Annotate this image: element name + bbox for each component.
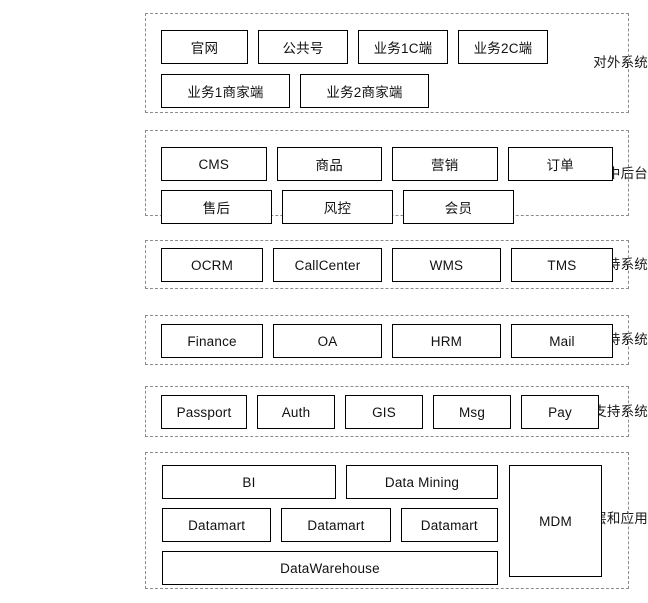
band-data-layer-and-applications: BI Data Mining Datamart Datamart Datamar… <box>145 452 629 589</box>
band-external-systems-line-1: 官网 公共号 业务1C端 业务2C端 <box>161 30 613 64</box>
node-datamart-3[interactable]: Datamart <box>400 508 499 542</box>
band-infrastructure-support-content: Passport Auth GIS Msg Pay <box>161 395 613 429</box>
node-tms[interactable]: TMS <box>510 248 613 282</box>
node-hrm[interactable]: HRM <box>392 324 501 358</box>
band-management-backend-line-2: 售后 风控 会员 <box>161 190 613 224</box>
band-business-unit-support-content: OCRM CallCenter WMS TMS <box>161 248 613 282</box>
node-mdm[interactable]: MDM <box>509 465 602 577</box>
node-msg[interactable]: Msg <box>433 395 511 429</box>
node-membership[interactable]: 会员 <box>403 190 514 224</box>
node-business1-c-client[interactable]: 业务1C端 <box>358 30 448 64</box>
node-public-account[interactable]: 公共号 <box>258 30 348 64</box>
band-data-layer-line-1: BI Data Mining <box>162 465 498 499</box>
node-after-sales[interactable]: 售后 <box>161 190 272 224</box>
row-label-external-systems: 对外系统 <box>593 55 648 70</box>
node-cms[interactable]: CMS <box>161 147 267 181</box>
band-business-unit-support: OCRM CallCenter WMS TMS <box>145 240 629 289</box>
band-infrastructure-support: Passport Auth GIS Msg Pay <box>145 386 629 437</box>
band-external-systems: 官网 公共号 业务1C端 业务2C端 业务1商家端 业务2商家端 <box>145 13 629 113</box>
node-ocrm[interactable]: OCRM <box>161 248 264 282</box>
node-wms[interactable]: WMS <box>392 248 501 282</box>
band-functional-unit-support: Finance OA HRM Mail <box>145 315 629 365</box>
node-datamart-1[interactable]: Datamart <box>162 508 272 542</box>
band-functional-unit-support-content: Finance OA HRM Mail <box>161 324 613 358</box>
band-functional-unit-support-line-1: Finance OA HRM Mail <box>161 324 613 358</box>
node-official-site[interactable]: 官网 <box>161 30 248 64</box>
band-data-layer-line-3: DataWarehouse <box>162 551 498 585</box>
node-passport[interactable]: Passport <box>161 395 247 429</box>
band-management-backend-line-1: CMS 商品 营销 订单 <box>161 147 613 181</box>
node-pay[interactable]: Pay <box>521 395 599 429</box>
node-datamart-2[interactable]: Datamart <box>281 508 391 542</box>
node-oa[interactable]: OA <box>273 324 382 358</box>
band-external-systems-line-2: 业务1商家端 业务2商家端 <box>161 74 613 108</box>
node-datawarehouse[interactable]: DataWarehouse <box>162 551 498 585</box>
band-data-layer-line-2: Datamart Datamart Datamart <box>162 508 499 542</box>
node-marketing[interactable]: 营销 <box>392 147 498 181</box>
band-data-layer-left-stack: BI Data Mining Datamart Datamart Datamar… <box>162 465 499 585</box>
band-management-backend-content: CMS 商品 营销 订单 售后 风控 会员 <box>161 147 613 224</box>
node-gis[interactable]: GIS <box>345 395 423 429</box>
node-data-mining[interactable]: Data Mining <box>346 465 498 499</box>
node-product[interactable]: 商品 <box>276 147 382 181</box>
node-mail[interactable]: Mail <box>510 324 613 358</box>
node-order[interactable]: 订单 <box>507 147 613 181</box>
node-risk-control[interactable]: 风控 <box>282 190 393 224</box>
node-callcenter[interactable]: CallCenter <box>273 248 382 282</box>
band-management-backend: CMS 商品 营销 订单 售后 风控 会员 <box>145 130 629 224</box>
band-infrastructure-support-line-1: Passport Auth GIS Msg Pay <box>161 395 613 429</box>
node-business2-c-client[interactable]: 业务2C端 <box>458 30 548 64</box>
band-external-systems-content: 官网 公共号 业务1C端 业务2C端 业务1商家端 业务2商家端 <box>161 30 613 108</box>
node-auth[interactable]: Auth <box>257 395 335 429</box>
node-business1-merchant-client[interactable]: 业务1商家端 <box>161 74 290 108</box>
band-business-unit-support-line-1: OCRM CallCenter WMS TMS <box>161 248 613 282</box>
node-bi[interactable]: BI <box>162 465 336 499</box>
node-business2-merchant-client[interactable]: 业务2商家端 <box>300 74 429 108</box>
node-finance[interactable]: Finance <box>161 324 264 358</box>
